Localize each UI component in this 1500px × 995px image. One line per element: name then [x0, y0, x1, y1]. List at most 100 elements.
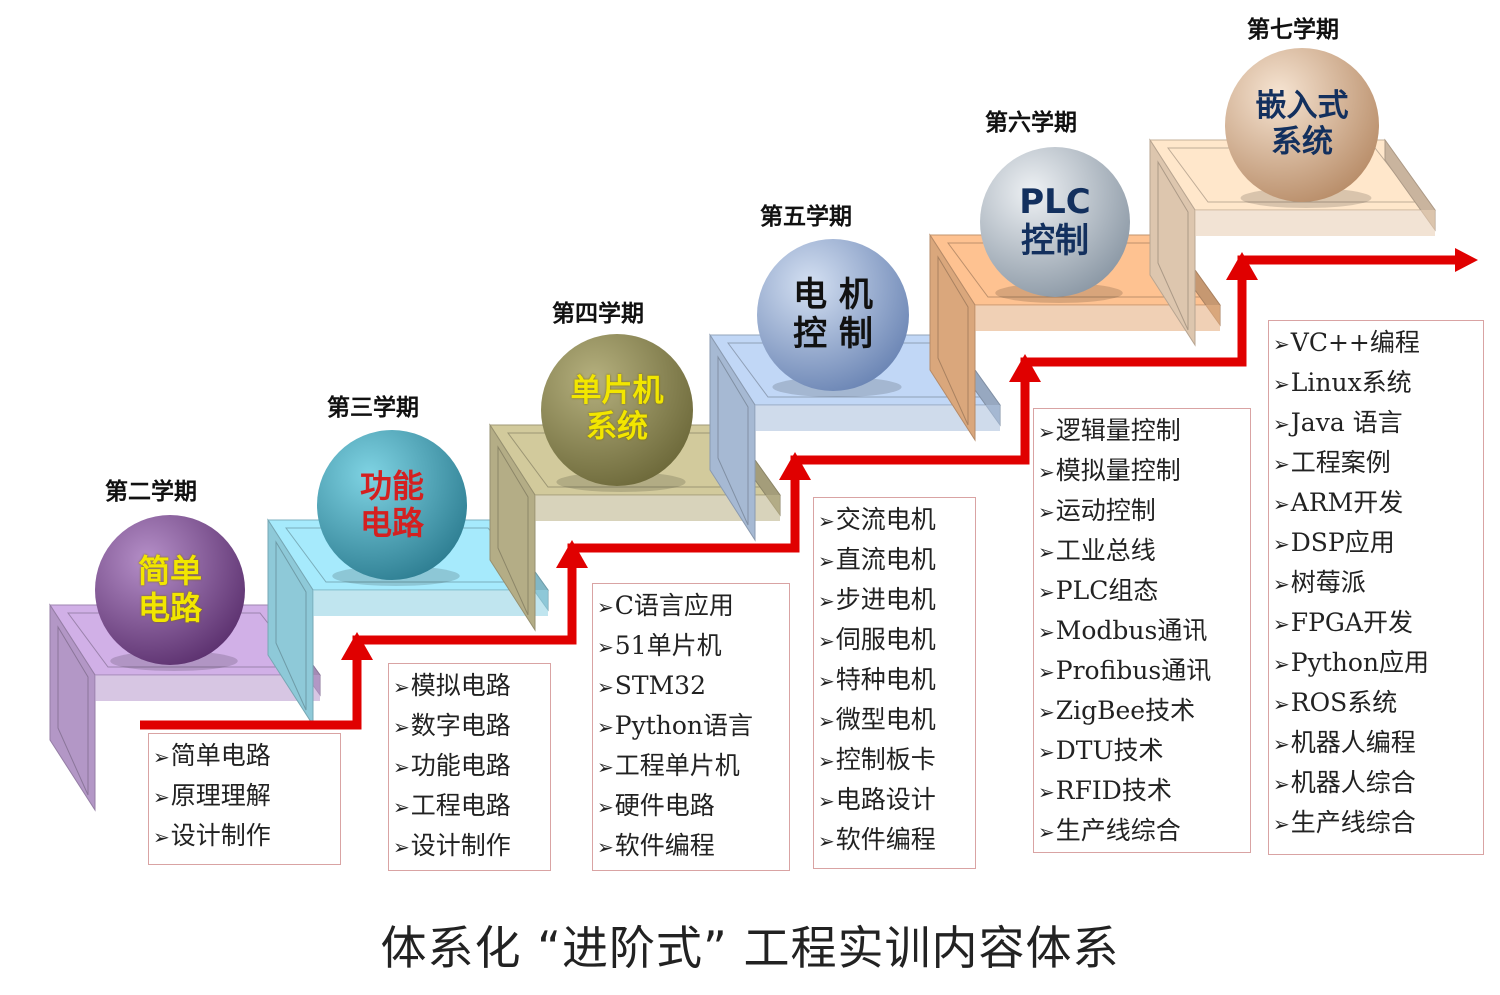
bullet-arrow-icon: ➢	[1038, 580, 1055, 604]
bullet-arrow-icon: ➢	[1273, 452, 1290, 476]
stage-title-line: 单片机	[570, 373, 664, 410]
semester-label: 第四学期	[552, 301, 644, 327]
topic-item: ➢工程电路	[393, 786, 550, 826]
topic-item-text: 硬件电路	[614, 791, 715, 820]
arrow-head-up	[1226, 252, 1258, 280]
topic-item: ➢模拟电路	[393, 666, 550, 706]
stage-title: 功能电路	[317, 468, 467, 542]
stage-title-line: 系统	[586, 408, 648, 445]
bullet-arrow-icon: ➢	[818, 629, 835, 653]
bullet-arrow-icon: ➢	[1273, 612, 1290, 636]
topic-item: ➢RFID技术	[1038, 771, 1250, 811]
topic-item-text: 工程单片机	[614, 751, 740, 780]
topic-item-text: 设计制作	[410, 831, 511, 860]
topic-item-text: ROS系统	[1290, 688, 1398, 717]
stage-title-line: PLC	[1019, 181, 1091, 222]
topic-item: ➢直流电机	[818, 540, 975, 580]
stage-title-line: 嵌入式	[1255, 88, 1349, 125]
stage-title: 嵌入式系统	[1225, 89, 1379, 160]
topic-item-text: STM32	[614, 671, 706, 700]
topic-item: ➢生产线综合	[1273, 803, 1483, 843]
topic-item: ➢ZigBee技术	[1038, 691, 1250, 731]
topic-item: ➢逻辑量控制	[1038, 411, 1250, 451]
topic-item-text: 特种电机	[835, 665, 936, 694]
bullet-arrow-icon: ➢	[818, 709, 835, 733]
topic-item-text: Python应用	[1290, 648, 1430, 677]
topic-item-text: 伺服电机	[835, 625, 936, 654]
bullet-arrow-icon: ➢	[393, 675, 410, 699]
topic-item: ➢功能电路	[393, 746, 550, 786]
arrow-head-up	[779, 452, 811, 480]
topic-item-text: 简单电路	[170, 741, 271, 770]
topic-item: ➢运动控制	[1038, 491, 1250, 531]
stage-ball	[95, 515, 245, 665]
topic-item-text: DSP应用	[1290, 528, 1395, 557]
topic-item: ➢ROS系统	[1273, 683, 1483, 723]
topic-item-text: 51单片机	[614, 631, 722, 660]
semester-label: 第七学期	[1247, 17, 1339, 43]
stage-title-line: 电路	[359, 503, 424, 542]
bullet-arrow-icon: ➢	[153, 745, 170, 769]
semester-label: 第六学期	[985, 110, 1077, 136]
bullet-arrow-icon: ➢	[1038, 500, 1055, 524]
topic-item-text: 交流电机	[835, 505, 936, 534]
bullet-arrow-icon: ➢	[1038, 540, 1055, 564]
bullet-arrow-icon: ➢	[818, 829, 835, 853]
topic-item: ➢Linux系统	[1273, 363, 1483, 403]
topic-item-text: VC++编程	[1290, 328, 1420, 357]
stage-title-line: 电路	[137, 588, 202, 627]
topic-item: ➢51单片机	[597, 626, 789, 666]
topic-item-text: ZigBee技术	[1055, 696, 1196, 725]
topic-item: ➢DTU技术	[1038, 731, 1250, 771]
stage-title: 简单电路	[95, 553, 245, 627]
topic-item: ➢Modbus通讯	[1038, 611, 1250, 651]
topic-item-text: FPGA开发	[1290, 608, 1413, 637]
bullet-arrow-icon: ➢	[393, 715, 410, 739]
arrow-head-up	[341, 632, 373, 660]
topic-item: ➢电路设计	[818, 780, 975, 820]
stage-topic-list: ➢模拟电路➢数字电路➢功能电路➢工程电路➢设计制作	[388, 663, 551, 871]
topic-item-text: 功能电路	[410, 751, 511, 780]
topic-item-text: ARM开发	[1290, 488, 1404, 517]
topic-item-text: PLC组态	[1055, 576, 1159, 605]
stage-topic-list: ➢逻辑量控制➢模拟量控制➢运动控制➢工业总线➢PLC组态➢Modbus通讯➢Pr…	[1033, 408, 1251, 853]
bullet-arrow-icon: ➢	[1273, 812, 1290, 836]
topic-item-text: 工业总线	[1055, 536, 1156, 565]
bullet-arrow-icon: ➢	[1273, 492, 1290, 516]
stage-ball	[317, 430, 467, 580]
topic-item-text: 逻辑量控制	[1055, 416, 1181, 445]
stage-title: 单片机系统	[541, 374, 693, 445]
bullet-arrow-icon: ➢	[153, 825, 170, 849]
bullet-arrow-icon: ➢	[1273, 772, 1290, 796]
bullet-arrow-icon: ➢	[153, 785, 170, 809]
topic-item: ➢特种电机	[818, 660, 975, 700]
topic-item: ➢设计制作	[153, 816, 340, 856]
topic-item: ➢FPGA开发	[1273, 603, 1483, 643]
topic-item: ➢模拟量控制	[1038, 451, 1250, 491]
semester-label: 第三学期	[327, 395, 419, 421]
topic-item-text: 直流电机	[835, 545, 936, 574]
topic-item: ➢设计制作	[393, 826, 550, 866]
topic-item: ➢原理理解	[153, 776, 340, 816]
topic-item-text: 微型电机	[835, 705, 936, 734]
bullet-arrow-icon: ➢	[597, 795, 614, 819]
stage-title-line: 简单	[137, 552, 202, 591]
topic-item-text: 树莓派	[1290, 568, 1366, 597]
bullet-arrow-icon: ➢	[1273, 572, 1290, 596]
bullet-arrow-icon: ➢	[1273, 332, 1290, 356]
progress-arrow-line	[140, 255, 1460, 730]
stage-ball	[980, 147, 1130, 297]
topic-item: ➢控制板卡	[818, 740, 975, 780]
topic-item: ➢DSP应用	[1273, 523, 1483, 563]
bullet-arrow-icon: ➢	[1038, 620, 1055, 644]
stage-title-line: 控制	[1021, 220, 1089, 261]
topic-item-text: 控制板卡	[835, 745, 936, 774]
topic-item: ➢硬件电路	[597, 786, 789, 826]
bullet-arrow-icon: ➢	[1273, 372, 1290, 396]
topic-item: ➢STM32	[597, 666, 789, 706]
bullet-arrow-icon: ➢	[1038, 820, 1055, 844]
topic-item: ➢机器人编程	[1273, 723, 1483, 763]
topic-item: ➢软件编程	[818, 820, 975, 860]
